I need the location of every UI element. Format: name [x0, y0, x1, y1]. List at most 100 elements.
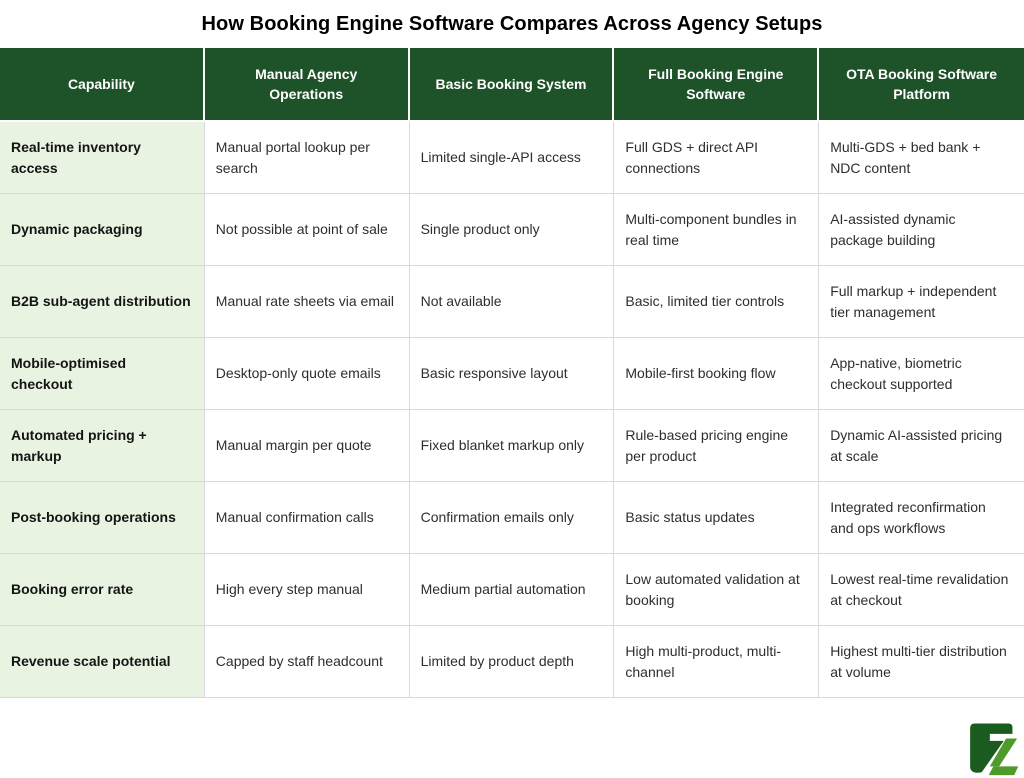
cell-text: Revenue scale potential	[11, 653, 171, 670]
cell-text: High multi-product, multi-channel	[625, 643, 781, 680]
column-header-capability: Capability	[0, 48, 205, 122]
logo-dark-shape	[970, 723, 1013, 773]
cell-text: Basic, limited tier controls	[625, 293, 785, 310]
page-title: How Booking Engine Software Compares Acr…	[201, 12, 823, 35]
value-cell: Manual confirmation calls	[204, 482, 410, 554]
cell-text: Multi-component bundles in real time	[625, 211, 797, 248]
column-header-label: Basic Booking System	[435, 75, 587, 92]
cell-text: Single product only	[420, 221, 540, 238]
cell-text: Multi-GDS + bed bank + NDC content	[830, 139, 981, 176]
value-cell: Not possible at point of sale	[204, 194, 410, 266]
cell-text: Desktop-only quote emails	[215, 365, 381, 382]
cell-text: AI-assisted dynamic package building	[830, 211, 956, 248]
cell-text: B2B sub-agent distribution	[11, 293, 191, 310]
capability-cell: Real-time inventory access	[0, 122, 205, 194]
column-header-label: Manual Agency Operations	[255, 65, 358, 102]
cell-text: High every step manual	[215, 581, 363, 598]
cell-text: Integrated reconfirmation and ops workfl…	[830, 499, 986, 536]
value-cell: Basic status updates	[614, 482, 820, 554]
cell-text: Mobile-optimised checkout	[11, 355, 127, 392]
logo-light-diagonal	[989, 738, 1018, 767]
cell-text: Fixed blanket markup only	[420, 437, 585, 454]
value-cell: Full GDS + direct API connections	[614, 122, 820, 194]
capability-cell: Revenue scale potential	[0, 626, 205, 698]
table-row: Dynamic packaging Not possible at point o…	[0, 194, 1024, 266]
cell-text: Not possible at point of sale	[215, 221, 388, 238]
capability-cell: Automated pricing + markup	[0, 410, 205, 482]
value-cell: Single product only	[409, 194, 615, 266]
cell-text: Low automated validation at booking	[625, 571, 800, 608]
value-cell: Confirmation emails only	[409, 482, 615, 554]
value-cell: High multi-product, multi-channel	[614, 626, 820, 698]
cell-text: Medium partial automation	[420, 581, 586, 598]
table-row: Automated pricing + markup Manual margin …	[0, 410, 1024, 482]
value-cell: Desktop-only quote emails	[204, 338, 410, 410]
value-cell: Lowest real-time revalidation at checkou…	[819, 554, 1024, 626]
cell-text: Capped by staff headcount	[215, 653, 383, 670]
value-cell: Limited single-API access	[409, 122, 615, 194]
cell-text: Lowest real-time revalidation at checkou…	[830, 571, 1009, 608]
cell-text: Manual margin per quote	[215, 437, 372, 454]
capability-cell: Dynamic packaging	[0, 194, 205, 266]
value-cell: Manual margin per quote	[204, 410, 410, 482]
table-header-row: Capability Manual Agency Operations Basi…	[0, 48, 1024, 122]
value-cell: High every step manual	[204, 554, 410, 626]
value-cell: App-native, biometric checkout supported	[819, 338, 1024, 410]
value-cell: Manual portal lookup per search	[204, 122, 410, 194]
table-row: Revenue scale potential Capped by staff h…	[0, 626, 1024, 698]
value-cell: Limited by product depth	[409, 626, 615, 698]
column-header-label: Full Booking Engine Software	[648, 65, 784, 102]
cell-text: Post-booking operations	[11, 509, 176, 526]
cell-text: Dynamic packaging	[11, 221, 143, 238]
table-row: Post-booking operations Manual confirmati…	[0, 482, 1024, 554]
value-cell: Not available	[409, 266, 615, 338]
cell-text: Manual confirmation calls	[215, 509, 374, 526]
value-cell: Dynamic AI-assisted pricing at scale	[819, 410, 1024, 482]
table-row: Mobile-optimised checkout Desktop-only qu…	[0, 338, 1024, 410]
value-cell: Capped by staff headcount	[204, 626, 410, 698]
cell-text: Basic status updates	[625, 509, 755, 526]
capability-cell: B2B sub-agent distribution	[0, 266, 205, 338]
column-header-basic-booking: Basic Booking System	[409, 48, 615, 122]
value-cell: Multi-component bundles in real time	[614, 194, 820, 266]
cell-text: Limited single-API access	[420, 149, 581, 166]
cell-text: Mobile-first booking flow	[625, 365, 776, 382]
value-cell: Mobile-first booking flow	[614, 338, 820, 410]
cell-text: Highest multi-tier distribution at volum…	[830, 643, 1007, 680]
capability-cell: Post-booking operations	[0, 482, 205, 554]
cell-text: Automated pricing + markup	[11, 427, 147, 464]
value-cell: Integrated reconfirmation and ops workfl…	[819, 482, 1024, 554]
table-row: Real-time inventory access Manual portal …	[0, 122, 1024, 194]
column-header-full-booking-engine: Full Booking Engine Software	[614, 48, 820, 122]
capability-cell: Mobile-optimised checkout	[0, 338, 205, 410]
cell-text: Dynamic AI-assisted pricing at scale	[830, 427, 1003, 464]
cell-text: Confirmation emails only	[420, 509, 574, 526]
value-cell: Basic, limited tier controls	[614, 266, 820, 338]
cell-text: Rule-based pricing engine per product	[625, 427, 789, 464]
value-cell: Basic responsive layout	[409, 338, 615, 410]
value-cell: Low automated validation at booking	[614, 554, 820, 626]
value-cell: Highest multi-tier distribution at volum…	[819, 626, 1024, 698]
cell-text: Limited by product depth	[420, 653, 574, 670]
table-row: B2B sub-agent distribution Manual rate sh…	[0, 266, 1024, 338]
cell-text: Manual portal lookup per search	[215, 139, 370, 176]
column-header-label: OTA Booking Software Platform	[846, 65, 998, 102]
value-cell: Manual rate sheets via email	[204, 266, 410, 338]
value-cell: Medium partial automation	[409, 554, 615, 626]
table-body: Real-time inventory access Manual portal …	[0, 122, 1024, 698]
comparison-table: Capability Manual Agency Operations Basi…	[0, 48, 1024, 698]
value-cell: Rule-based pricing engine per product	[614, 410, 820, 482]
value-cell: Full markup + independent tier managemen…	[819, 266, 1024, 338]
cell-text: Manual rate sheets via email	[215, 293, 394, 310]
cell-text: Full GDS + direct API connections	[625, 139, 759, 176]
table-row: Booking error rate High every step manual…	[0, 554, 1024, 626]
cell-text: App-native, biometric checkout supported	[830, 355, 962, 392]
column-header-ota-platform: OTA Booking Software Platform	[819, 48, 1024, 122]
capability-cell: Booking error rate	[0, 554, 205, 626]
column-header-label: Capability	[67, 75, 135, 92]
value-cell: Multi-GDS + bed bank + NDC content	[819, 122, 1024, 194]
value-cell: Fixed blanket markup only	[409, 410, 615, 482]
cell-text: Booking error rate	[11, 581, 134, 598]
value-cell: AI-assisted dynamic package building	[819, 194, 1024, 266]
